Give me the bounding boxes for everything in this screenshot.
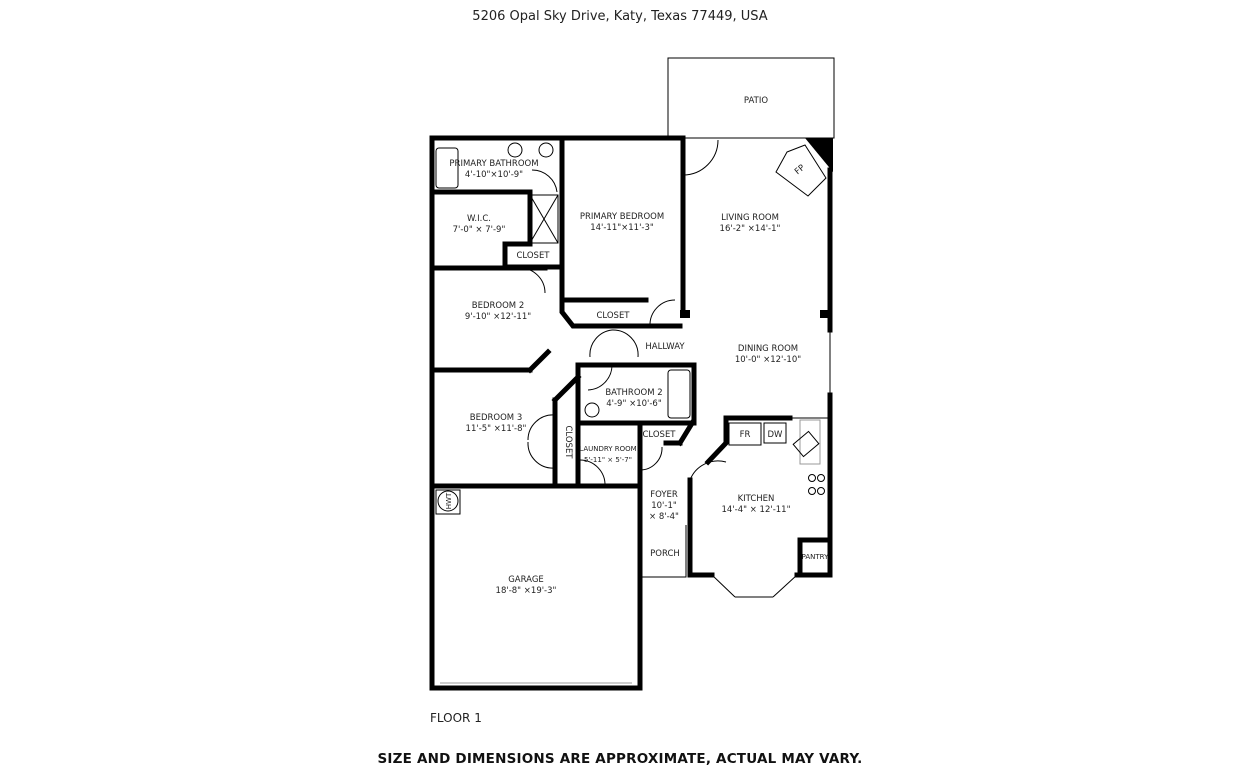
floor-label: FLOOR 1 <box>430 711 482 725</box>
room-closet-foyer-name: CLOSET <box>642 430 676 440</box>
room-bedroom-3-dims: 11'-5" ×11'-8" <box>466 424 527 434</box>
room-kitchen-name: KITCHEN <box>738 494 775 504</box>
fireplace-label: FP <box>793 163 807 177</box>
room-pantry-name: PANTRY <box>802 553 829 561</box>
room-closet-wic-name: CLOSET <box>516 251 550 261</box>
room-hallway-name: HALLWAY <box>645 342 685 352</box>
water-heater-label: HWT <box>445 492 453 509</box>
room-primary-bathroom-name: PRIMARY BATHROOM <box>449 159 538 169</box>
room-living-room-name: LIVING ROOM <box>721 213 779 223</box>
room-dining-room-dims: 10'-0" ×12'-10" <box>735 355 801 365</box>
fridge-label: FR <box>740 430 751 440</box>
room-laundry-room-name: LAUNDRY ROOM <box>579 445 636 453</box>
room-primary-bedroom-dims: 14'-11"×11'-3" <box>590 223 654 233</box>
room-closet-primary-name: CLOSET <box>596 311 630 321</box>
room-bedroom-2-dims: 9'-10" ×12'-11" <box>465 312 531 322</box>
room-bedroom-2-name: BEDROOM 2 <box>472 301 524 311</box>
room-primary-bathroom-dims: 4'-10"×10'-9" <box>465 170 523 180</box>
room-bathroom-2-dims: 4'-9" ×10'-6" <box>606 399 662 409</box>
room-living-room-dims: 16'-2" ×14'-1" <box>720 224 781 234</box>
room-dining-room-name: DINING ROOM <box>738 344 798 354</box>
room-foyer-name: FOYER <box>650 490 678 500</box>
room-foyer-dims: 10'-1" <box>651 501 677 511</box>
room-bathroom-2-name: BATHROOM 2 <box>605 388 662 398</box>
room-patio-name: PATIO <box>744 96 768 106</box>
room-porch-name: PORCH <box>650 549 680 559</box>
room-closet-bed3-name: CLOSET <box>563 425 573 459</box>
room-foyer-dims2: × 8'-4" <box>649 512 679 522</box>
disclaimer: SIZE AND DIMENSIONS ARE APPROXIMATE, ACT… <box>377 751 863 767</box>
room-wic-dims: 7'-0" × 7'-9" <box>453 225 506 235</box>
property-address: 5206 Opal Sky Drive, Katy, Texas 77449, … <box>472 9 768 24</box>
door-swings <box>519 139 727 487</box>
room-kitchen-dims: 14'-4" × 12'-11" <box>721 505 790 515</box>
room-wic-name: W.I.C. <box>467 214 491 224</box>
room-primary-bedroom-name: PRIMARY BEDROOM <box>580 212 664 222</box>
room-laundry-room-dims: 5'-11" × 5'-7" <box>584 456 632 464</box>
fixtures <box>435 142 827 515</box>
room-bedroom-3-name: BEDROOM 3 <box>470 413 522 423</box>
dishwasher-label: DW <box>768 430 784 440</box>
room-garage-name: GARAGE <box>508 575 544 585</box>
room-garage-dims: 18'-8" ×19'-3" <box>496 586 557 596</box>
